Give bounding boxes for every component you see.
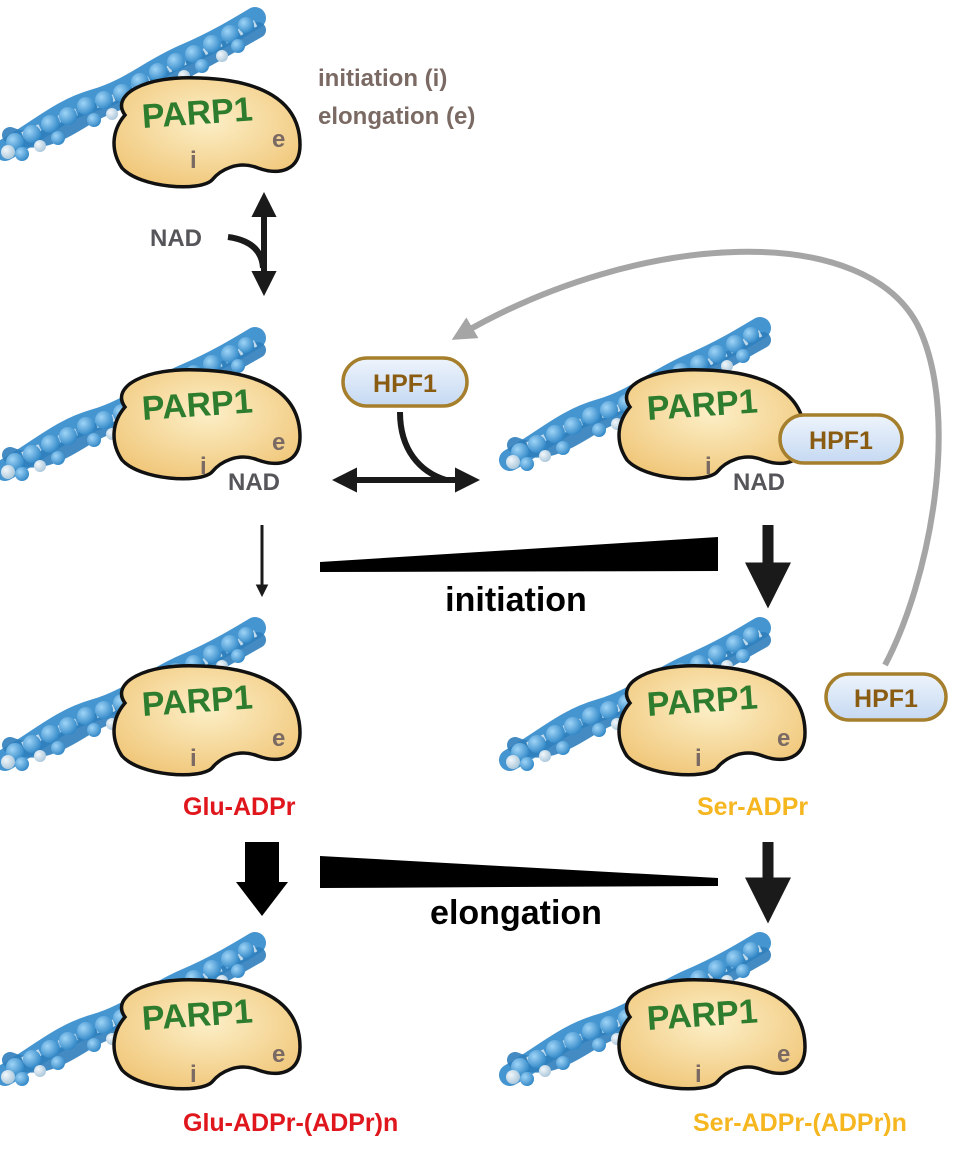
glu-adpr-label: Glu-ADPr [183, 793, 296, 821]
complex-ser-adpr-chain: PARP1 i e [506, 942, 807, 1091]
elongation-label: elongation [430, 894, 602, 932]
initiation-label: initiation [445, 581, 587, 619]
site-i-label: i [190, 745, 197, 772]
parp1-label: PARP1 [646, 992, 759, 1038]
complex-glu-adpr: PARP1 i e [1, 627, 302, 777]
site-i-label: i [695, 745, 702, 772]
glu-adpr-chain-label: Glu-ADPr-(ADPr)n [183, 1109, 398, 1137]
complex-glu-adpr-chain: PARP1 i e [1, 942, 302, 1091]
hpf1-label: HPF1 [854, 685, 918, 713]
parp1-protein-shape [617, 977, 807, 1091]
legend-elongation: elongation (e) [318, 103, 475, 130]
hpf1-recycle-arrow [451, 248, 942, 667]
site-e-label: e [272, 429, 285, 456]
complex-ser-adpr: PARP1 i e [506, 627, 807, 777]
ser-adpr-chain-label: Ser-ADPr-(ADPr)n [693, 1109, 907, 1137]
site-i-label: i [695, 1061, 702, 1088]
hpf1-exchange-arrow [331, 411, 481, 493]
parp1-label: PARP1 [141, 678, 254, 724]
hpf1-free-top: HPF1 [341, 356, 469, 408]
parp1-label: PARP1 [141, 382, 254, 428]
parp1-label: PARP1 [141, 90, 254, 136]
complex-parp1-hpf1-nad: PARP1 i NAD HPF1 [506, 327, 904, 496]
complex-parp1-nad: PARP1 i e NAD [1, 337, 302, 496]
ser-adpr-label: Ser-ADPr [697, 793, 808, 821]
site-e-label: e [777, 1041, 790, 1068]
elongation-arrow-left [236, 842, 288, 916]
site-e-label: e [272, 126, 285, 153]
nad-label: NAD [733, 469, 785, 496]
hpf1-label: HPF1 [809, 427, 873, 455]
site-e-label: e [777, 725, 790, 752]
nad-binding-arrow [227, 191, 277, 297]
parp1-protein-shape [112, 977, 302, 1091]
parp1-protein-shape [112, 663, 302, 777]
initiation-wedge [320, 537, 718, 572]
parp1-label: PARP1 [646, 382, 759, 428]
nad-label-top: NAD [150, 225, 202, 252]
parp1-protein-shape [112, 75, 302, 189]
parp1-protein-shape [617, 367, 807, 481]
site-i-label: i [190, 147, 197, 174]
hpf1-label: HPF1 [373, 370, 437, 398]
parp1-protein-shape [112, 367, 302, 481]
site-i-label: i [200, 453, 207, 480]
site-e-label: e [272, 725, 285, 752]
site-i-label: i [705, 453, 712, 480]
site-e-label: e [272, 1041, 285, 1068]
elongation-wedge [320, 856, 718, 888]
site-i-label: i [190, 1061, 197, 1088]
complex-parp1-apo: PARP1 i e [1, 17, 302, 189]
parp1-label: PARP1 [646, 678, 759, 724]
parp1-protein-shape [617, 663, 807, 777]
parp1-label: PARP1 [141, 992, 254, 1038]
nad-label: NAD [228, 469, 280, 496]
legend-initiation: initiation (i) [318, 65, 447, 92]
hpf1-released: HPF1 [824, 672, 948, 722]
